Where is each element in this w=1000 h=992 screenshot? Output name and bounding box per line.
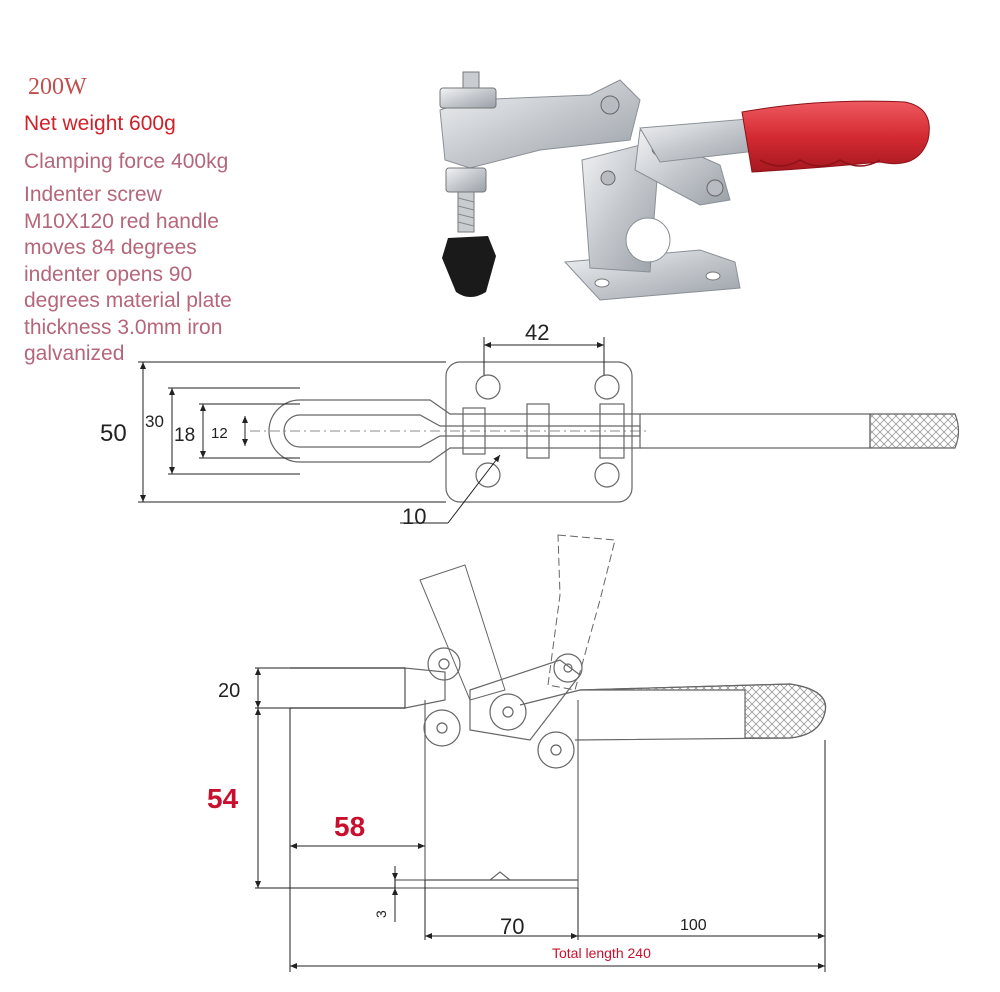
dim-base-length: 70	[500, 914, 524, 939]
dim-hole-spacing: 42	[525, 320, 549, 345]
dim-hole-dia: 10	[402, 504, 426, 529]
description: Indenter screw M10X120 red handle moves …	[24, 182, 314, 368]
description-line: galvanized	[24, 342, 125, 365]
dim-reach: 58	[334, 811, 365, 842]
description-line: thickness 3.0mm iron	[24, 315, 223, 339]
description-line: Indenter screw	[24, 183, 162, 206]
dim-slot-mid: 18	[174, 425, 195, 446]
dim-slot-outer: 30	[145, 412, 164, 431]
product-illustration	[439, 71, 930, 301]
dim-spindle-height: 20	[218, 680, 240, 702]
dim-base-height: 54	[207, 783, 239, 814]
dim-slot-inner: 12	[211, 425, 228, 442]
description-line: moves 84 degrees	[24, 236, 197, 259]
dim-handle-length: 100	[680, 917, 707, 934]
dim-plate-thickness: 3	[373, 910, 389, 918]
description-line: degrees material plate	[24, 289, 232, 312]
description-line: indenter opens 90	[24, 262, 193, 286]
top-view-drawing	[250, 361, 960, 503]
dim-base-width: 50	[100, 420, 127, 447]
net-weight: Net weight 600g	[24, 112, 176, 135]
model-number: 200W	[28, 74, 87, 100]
description-line: M10X120 red handle	[24, 209, 219, 233]
clamping-force: Clamping force 400kg	[24, 150, 229, 173]
dim-total-length: Total length 240	[552, 945, 651, 961]
side-view-drawing	[290, 534, 827, 889]
